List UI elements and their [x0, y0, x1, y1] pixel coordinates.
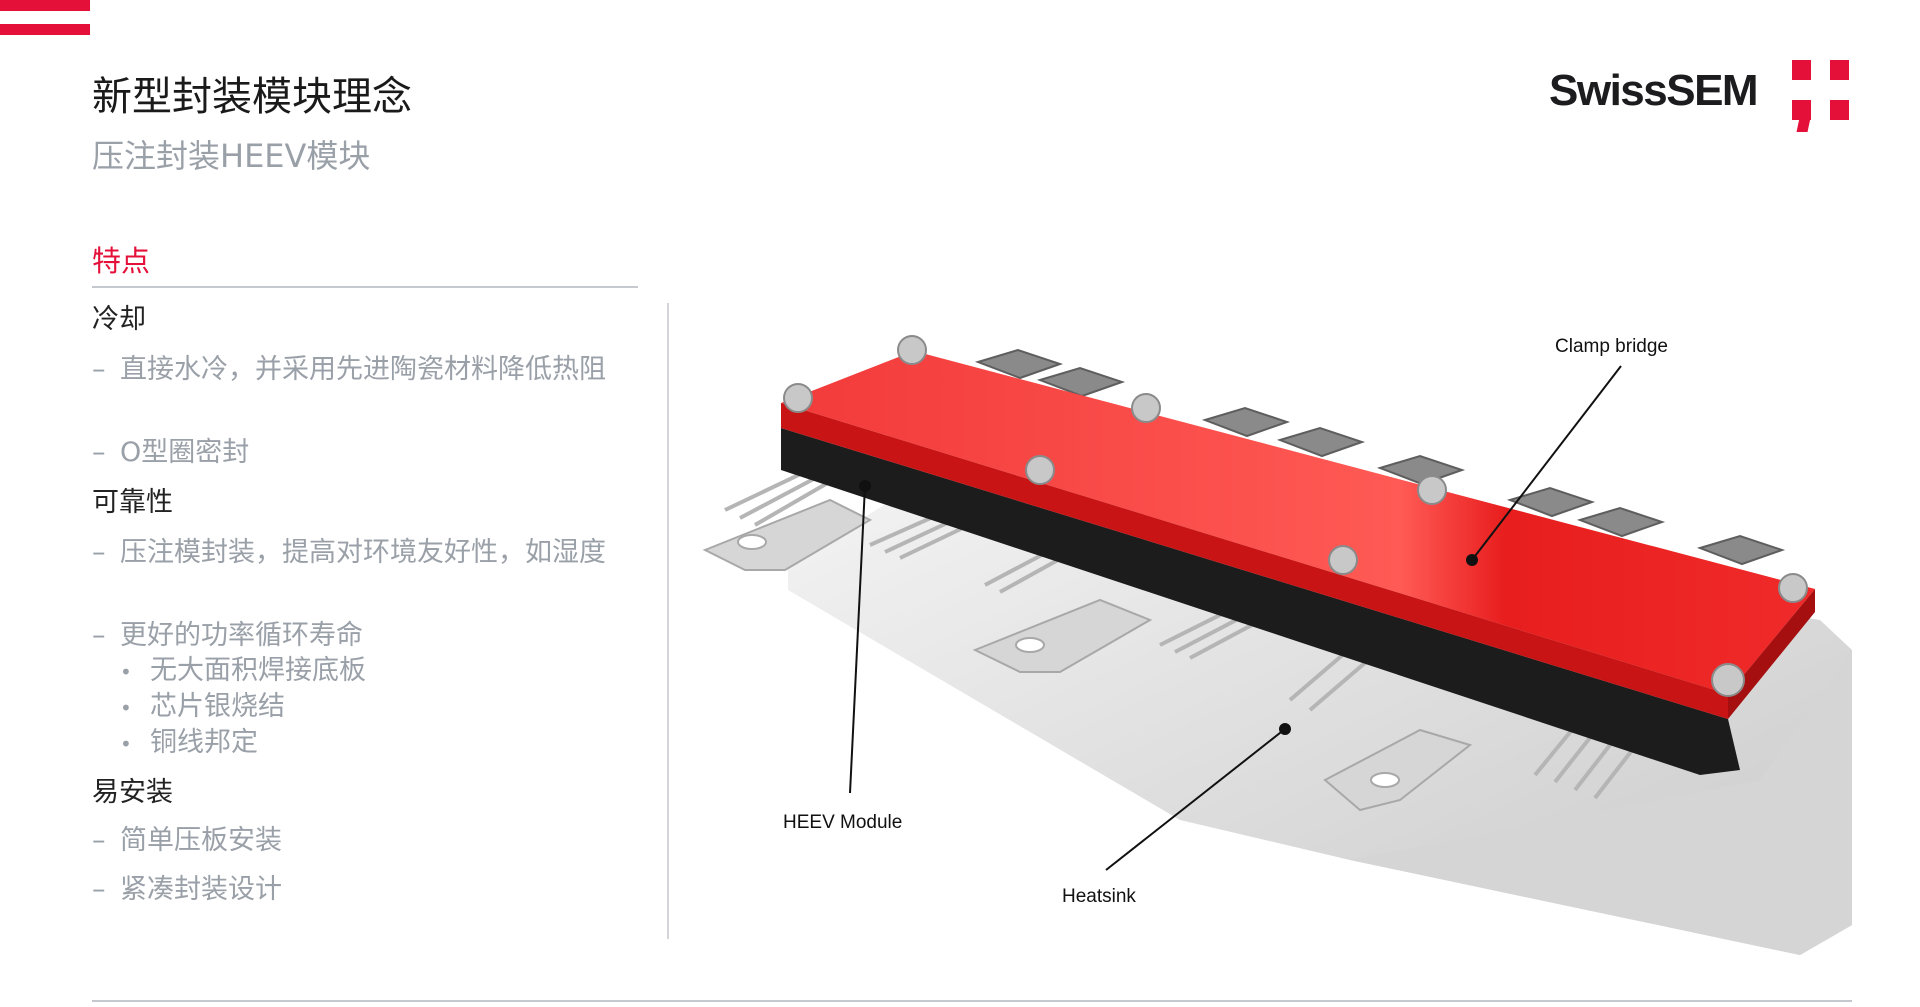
decor-bar-top [0, 0, 90, 11]
list-item: –紧凑封装设计 [92, 874, 282, 905]
page-title: 新型封装模块理念 [92, 74, 412, 120]
label-heatsink: Heatsink [1062, 886, 1136, 907]
label-clamp-bridge: Clamp bridge [1555, 336, 1668, 357]
front-terminals [702, 498, 1473, 812]
page-subtitle: 压注封装HEEV模块 [92, 137, 371, 175]
footer-divider [92, 1000, 1852, 1002]
section-title: 特点 [92, 244, 151, 278]
label-heev-module: HEEV Module [783, 812, 902, 833]
sub-list-item: •铜线邦定 [120, 727, 258, 758]
clamp-bridge [781, 351, 1815, 719]
rear-terminals [974, 348, 1786, 566]
list-item: –更好的功率循环寿命 [92, 620, 363, 651]
column-divider [667, 303, 669, 939]
screws [783, 335, 1808, 697]
group-heading-reliability: 可靠性 [92, 487, 173, 518]
logo-wordmark: SwissSEM [1549, 66, 1759, 115]
list-item: –压注模封装，提高对环境友好性，如湿度 [92, 537, 606, 568]
group-heading-cooling: 冷却 [92, 304, 146, 335]
heev-module-body [781, 428, 1740, 775]
list-item: –O型圈密封 [92, 437, 250, 468]
sub-list-item: •芯片银烧结 [120, 691, 285, 722]
sub-list-item: •无大面积焊接底板 [120, 655, 366, 686]
group-heading-installation: 易安装 [92, 777, 173, 808]
leader-lines [849, 365, 1622, 871]
list-item: –直接水冷，并采用先进陶瓷材料降低热阻 [92, 354, 606, 385]
section-divider [92, 286, 638, 288]
list-item: –简单压板安装 [92, 825, 282, 856]
decor-bar-bottom [0, 24, 90, 35]
